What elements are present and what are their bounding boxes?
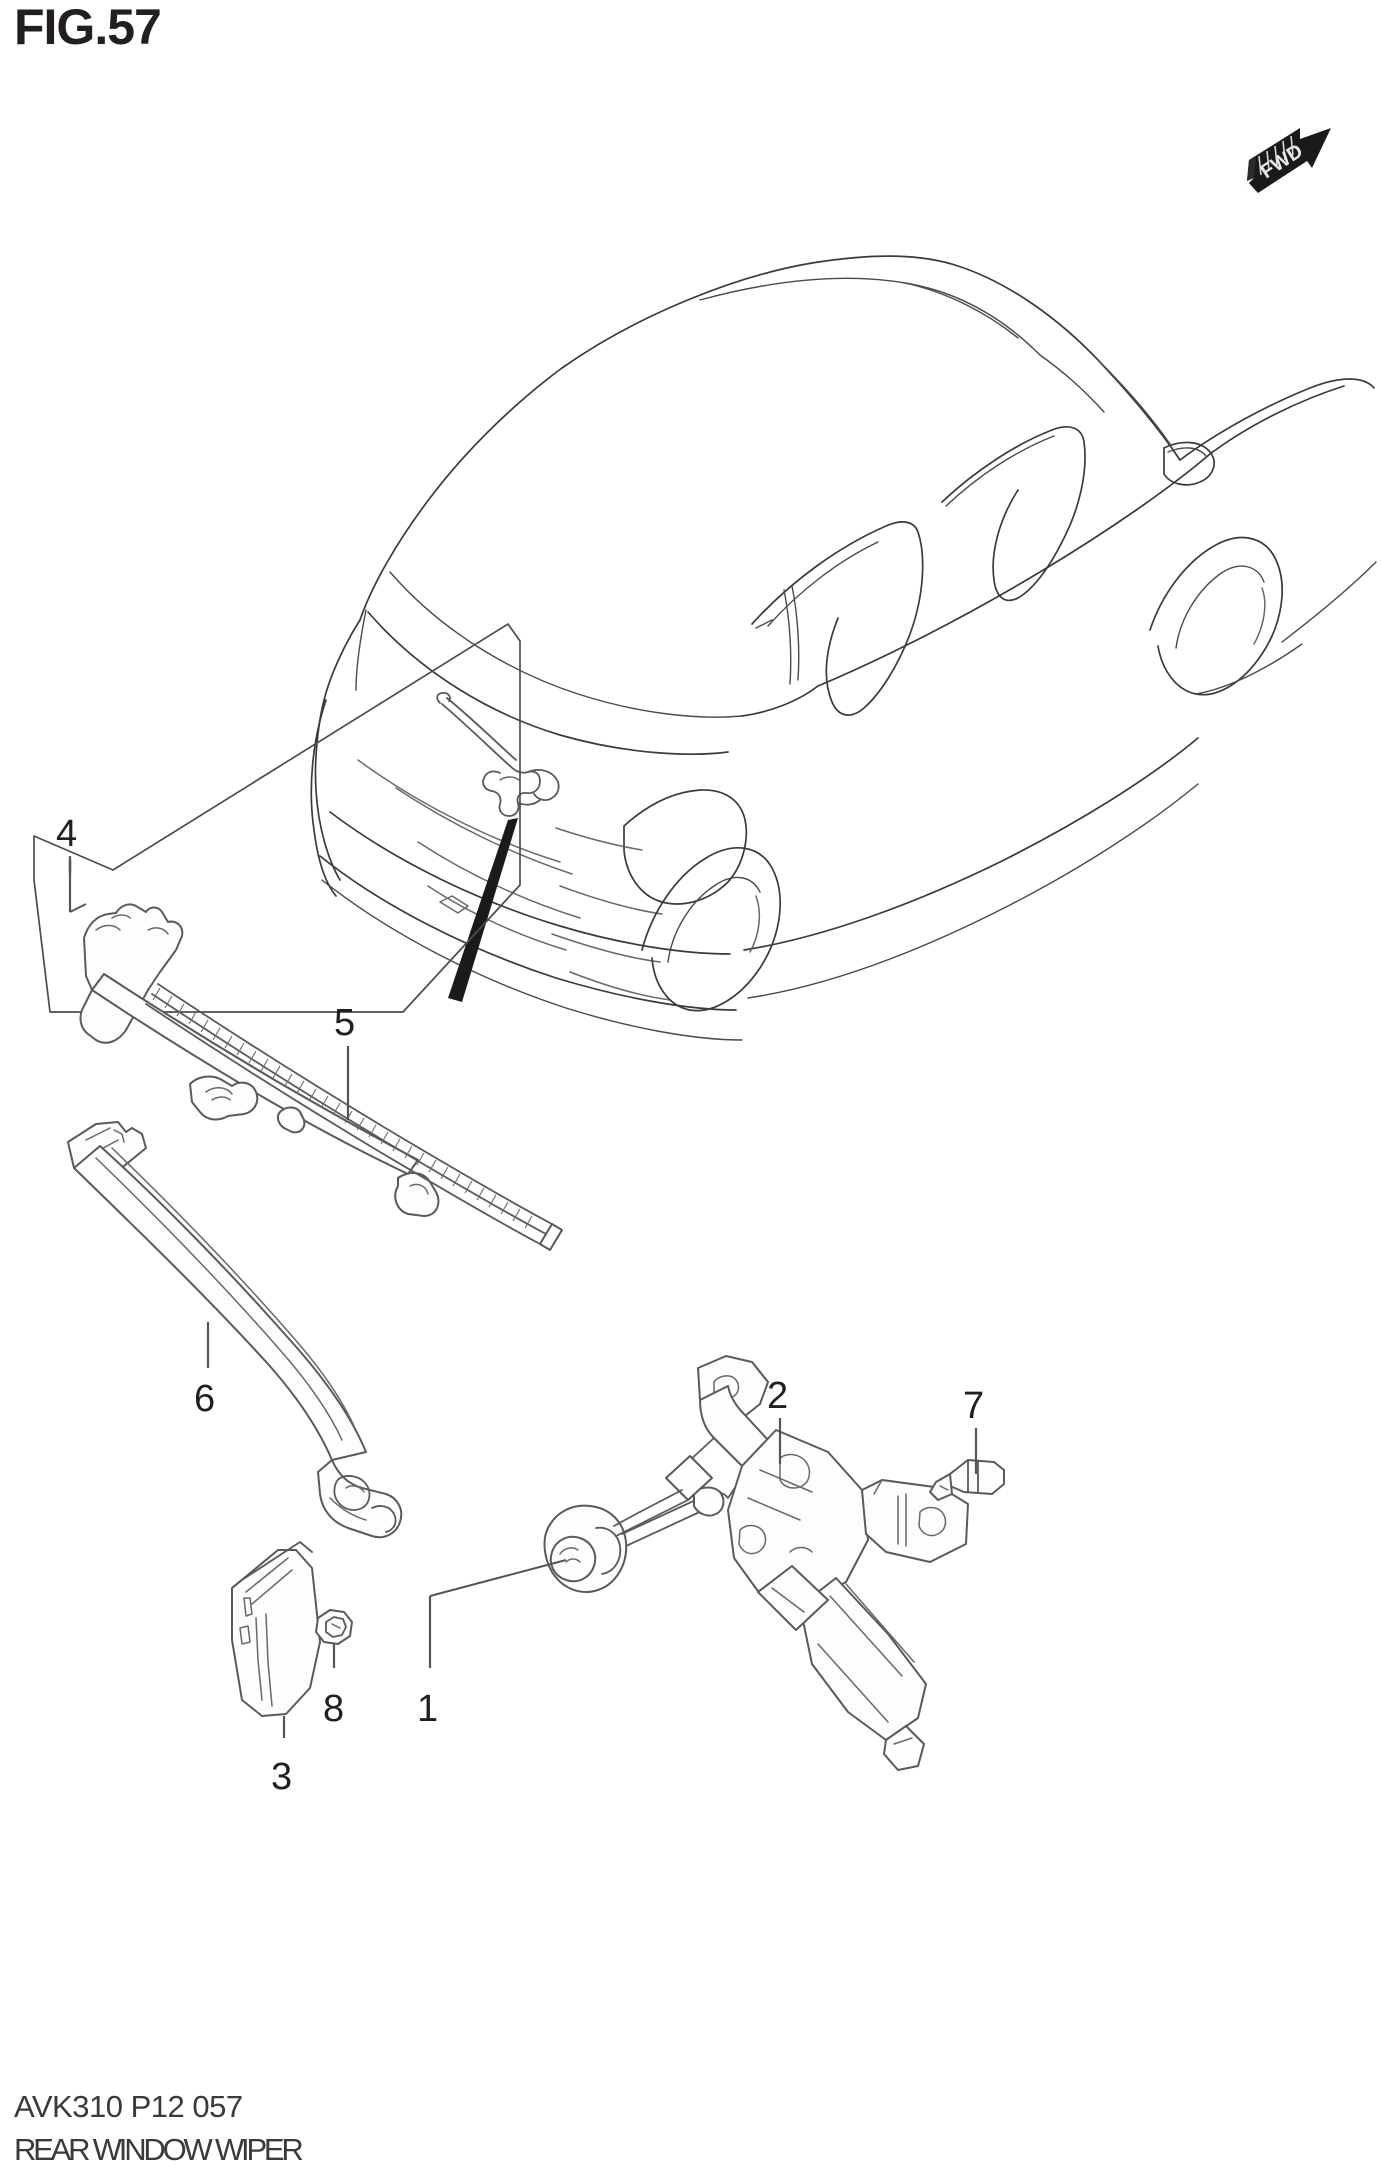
vehicle-detail-leader-arrow: [448, 818, 518, 1002]
pivot-grommet-part: [543, 1485, 737, 1593]
pivot-nut-part: [315, 1609, 353, 1645]
rear-three-quarter-vehicle-illustration: [310, 255, 1377, 1041]
callout-label-7: 7: [963, 1385, 985, 1427]
callout-label-5: 5: [334, 1002, 356, 1044]
figure-footer: AVK310 P12 057 REAR WINDOW WIPER: [14, 2086, 304, 2170]
callout-label-1: 1: [417, 1688, 439, 1730]
forward-direction-arrow: FWD: [1242, 128, 1331, 193]
callout-label-2: 2: [767, 1375, 789, 1417]
wiper-blade-rubber-part: [145, 983, 563, 1251]
callout-label-8: 8: [323, 1688, 345, 1730]
wiper-blade-assembly-group: [33, 623, 521, 1013]
rear-wiper-on-vehicle: [436, 691, 560, 817]
diagram-caption: REAR WINDOW WIPER: [14, 2132, 304, 2168]
callout-label-3: 3: [271, 1756, 293, 1798]
arm-pivot-cap-part: [231, 1541, 321, 1717]
callout-leader-lines: [68, 856, 978, 1738]
callout-label-4: 4: [56, 813, 78, 855]
callout-label-6: 6: [194, 1378, 216, 1420]
page-title: FIG.57: [14, 0, 162, 55]
wiper-motor-part: [613, 1355, 969, 1771]
wiper-arm-part: [67, 1121, 403, 1539]
diagram-code: AVK310 P12 057: [14, 2089, 243, 2124]
motor-mount-bolt-part: [929, 1459, 1005, 1501]
